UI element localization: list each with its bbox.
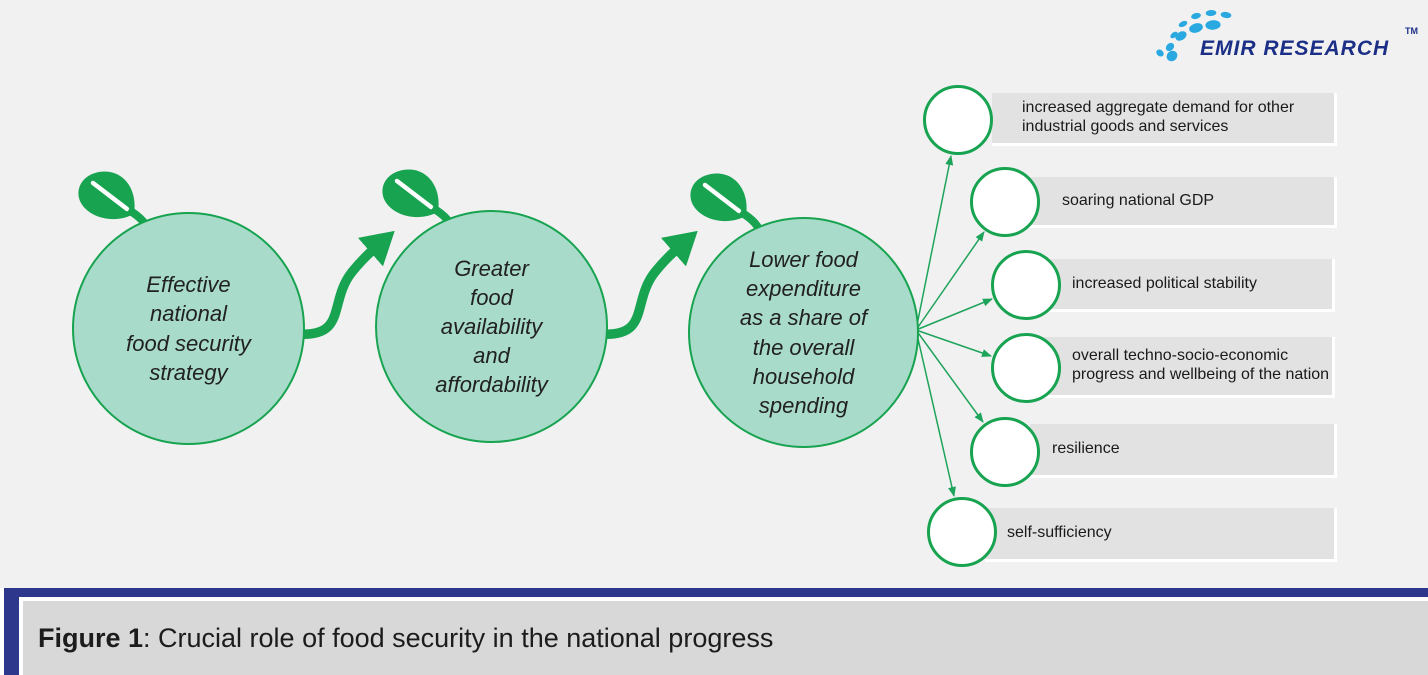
fanout-arrow-icon <box>915 329 984 423</box>
outcome-label: soaring national GDP <box>1062 191 1215 209</box>
logo-dots-icon <box>1156 9 1232 62</box>
outcome-circle <box>970 417 1040 487</box>
fanout-arrow-icon <box>915 155 954 331</box>
outcome-circle <box>970 167 1040 237</box>
outcome-label: increased political stability <box>1072 274 1257 292</box>
fanout-arrow-icon <box>915 298 993 331</box>
flow-step-label: Greater food availability and affordabil… <box>435 255 548 398</box>
outcome-box: increased political stability <box>1040 259 1335 312</box>
outcome-label: self-sufficiency <box>1007 524 1112 542</box>
flow-arrow-icon <box>291 230 395 339</box>
figure-number-label: Figure 1 <box>38 622 144 653</box>
outcome-circle <box>991 333 1061 403</box>
logo-trademark: TM <box>1405 26 1418 36</box>
connector-arrows-layer <box>0 155 993 497</box>
flow-step-circle-availability: Greater food availability and affordabil… <box>375 210 608 443</box>
outcome-circle <box>991 250 1061 320</box>
outcome-box: overall techno-socio-economic progress a… <box>1040 337 1335 398</box>
logo-text: EMIR RESEARCH <box>1200 37 1390 60</box>
outcome-label: increased aggregate demand for other ind… <box>1022 99 1295 135</box>
outcome-circle <box>923 85 993 155</box>
figure-caption: Figure 1: Crucial role of food security … <box>23 601 1428 675</box>
flow-step-label: Effective national food security strateg… <box>126 272 251 385</box>
flow-arrow-icon <box>594 230 698 339</box>
flow-step-circle-expenditure: Lower food expenditure as a share of the… <box>688 217 919 448</box>
emir-research-logo: EMIR RESEARCH TM <box>1152 6 1424 68</box>
outcome-label: resilience <box>1052 440 1120 458</box>
outcome-box: soaring national GDP <box>1020 177 1337 228</box>
flow-step-label: Lower food expenditure as a share of the… <box>739 247 868 418</box>
outcome-box: self-sufficiency <box>985 508 1337 562</box>
outcome-circle <box>927 497 997 567</box>
fanout-arrow-icon <box>915 329 992 357</box>
figure-caption-text: : Crucial role of food security in the n… <box>143 622 774 653</box>
outcome-label: overall techno-socio-economic progress a… <box>1072 347 1330 383</box>
caption-left-bar <box>4 588 19 675</box>
caption-top-rule <box>4 588 1428 597</box>
fanout-arrow-icon <box>915 231 985 331</box>
outcome-box: increased aggregate demand for other ind… <box>992 93 1337 146</box>
fanout-arrow-icon <box>915 329 956 497</box>
flow-step-circle-strategy: Effective national food security strateg… <box>72 212 305 445</box>
figure-caption-strip: Figure 1: Crucial role of food security … <box>0 588 1428 675</box>
outcome-box: resilience <box>1030 424 1337 478</box>
fanout-arrows <box>915 155 993 497</box>
